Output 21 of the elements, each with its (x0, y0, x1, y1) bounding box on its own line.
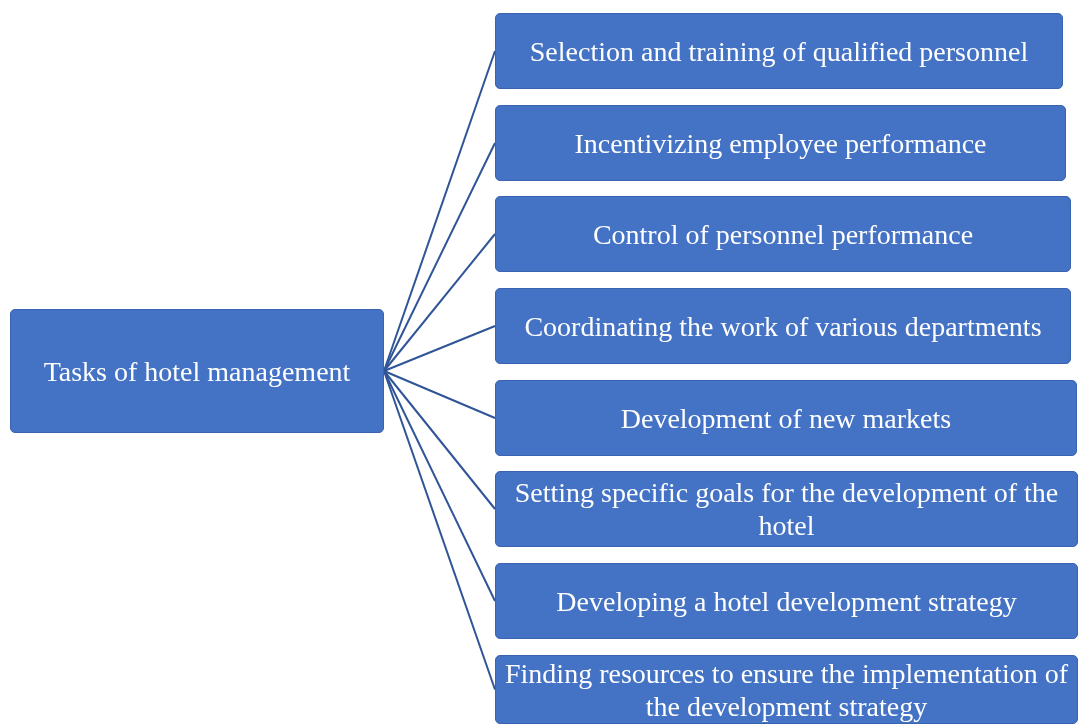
task-box (10, 309, 384, 433)
box-label: Development of new markets (620, 401, 952, 435)
task-box (495, 471, 1078, 547)
box-label: Incentivizing employee performance (574, 126, 987, 160)
task-box (495, 13, 1063, 89)
connector-line (383, 370, 496, 510)
box-label: Setting specific goals for the development of the hotel (513, 476, 1060, 542)
connector-line (383, 325, 496, 372)
task-box (495, 380, 1077, 456)
task-box (495, 196, 1071, 272)
task-box (495, 105, 1066, 181)
box-label: Finding resources to ensure the implementation of the development strategy (504, 656, 1069, 723)
task-box (495, 563, 1078, 639)
box-label: Tasks of hotel management (43, 354, 351, 388)
box-label: Selection and training of qualified personnel (529, 34, 1029, 68)
box-label: Developing a hotel development strategy (556, 584, 1017, 618)
connector-line (383, 370, 496, 419)
box-label: Control of personnel performance (592, 217, 974, 251)
connector-line (383, 233, 496, 372)
box-label: Coordinating the work of various departments (524, 309, 1042, 343)
task-box (495, 288, 1071, 364)
